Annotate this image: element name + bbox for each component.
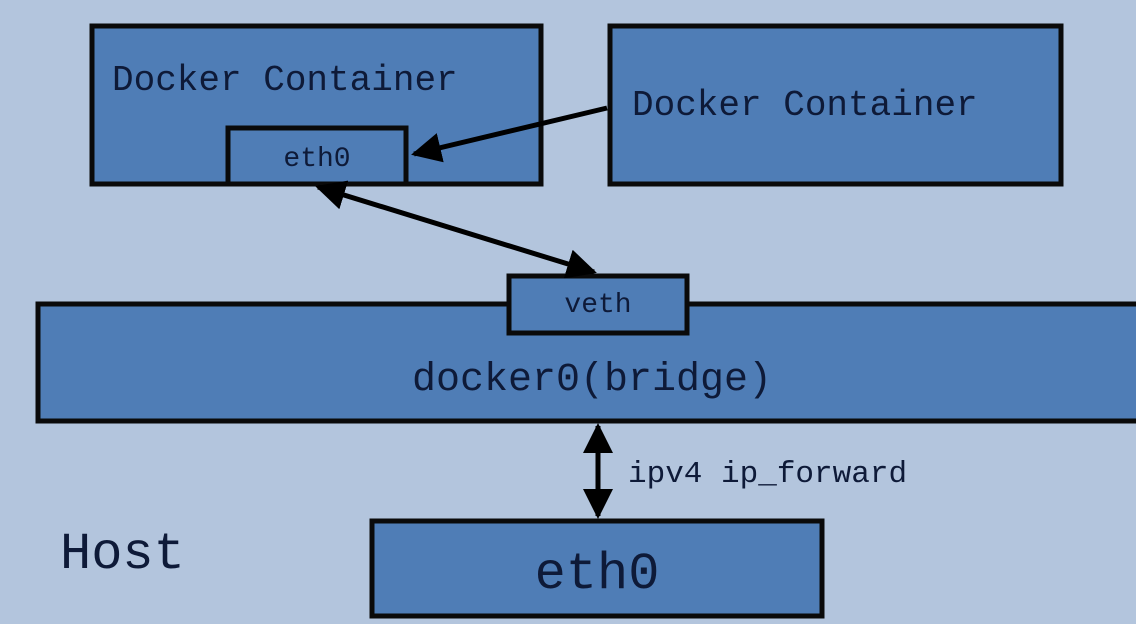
veth-label: veth (564, 290, 631, 321)
container-left-eth0: eth0 (225, 125, 409, 187)
ip-forward-label: ipv4 ip_forward (628, 457, 907, 492)
container-left: Docker Container eth0 (89, 23, 544, 187)
container-right: Docker Container (607, 23, 1064, 187)
host-eth0: eth0 (369, 518, 825, 619)
host-eth0-label: eth0 (535, 545, 660, 604)
bridge: docker0(bridge) veth (35, 273, 1136, 424)
arrow-eth0-veth (315, 180, 597, 279)
arrow-container-to-eth0 (411, 105, 608, 163)
bridge-veth: veth (506, 273, 690, 336)
container-right-label: Docker Container (632, 85, 978, 126)
container-left-label: Docker Container (112, 60, 458, 101)
bridge-label: docker0(bridge) (412, 358, 772, 403)
container-eth0-label: eth0 (283, 144, 350, 175)
host-label: Host (60, 525, 185, 584)
